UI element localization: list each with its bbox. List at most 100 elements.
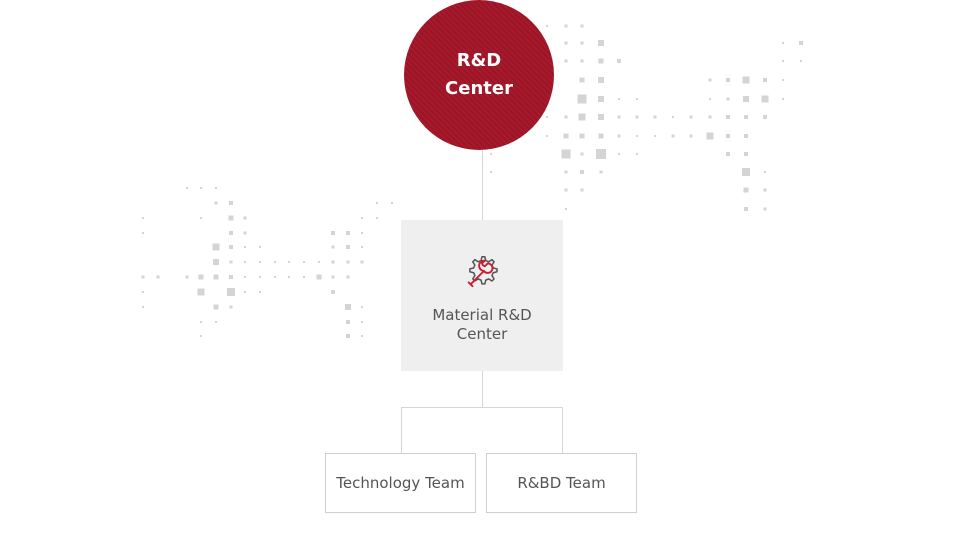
map-dot [577,94,587,104]
map-dot [546,25,548,27]
map-dot [288,261,290,263]
map-dot [213,304,219,310]
map-dot [580,170,584,174]
map-dot [653,115,657,119]
map-dot [185,275,189,279]
technology-team-node: Technology Team [325,453,476,513]
map-dot [259,276,261,278]
map-dot [198,274,204,280]
map-dot [598,58,604,64]
map-dot [617,59,621,63]
rd-center-node: R&D Center [404,0,554,150]
map-dot [229,245,233,249]
map-dot [142,217,144,219]
map-dot [142,306,144,308]
map-dot [654,135,656,137]
map-dot [671,134,675,138]
map-dot [156,275,160,279]
map-dot [726,152,730,156]
rd-center-label-line2: Center [445,78,513,99]
map-dot [565,208,567,210]
map-dot [200,217,202,219]
map-dot [303,261,305,263]
map-dot [244,291,246,293]
map-dot [742,76,750,84]
connector-branch-left [401,407,402,453]
map-dot [689,134,693,138]
map-dot [636,135,638,137]
map-dot [782,98,784,100]
map-dot [331,275,335,279]
map-dot [596,149,606,159]
map-dot [763,188,767,192]
map-dot [303,276,305,278]
map-dot [636,153,638,155]
map-dot [288,276,290,278]
map-dot [708,115,712,119]
map-dot [726,78,730,82]
map-dot [744,134,748,138]
map-dot [229,275,233,279]
map-dot [141,275,145,279]
map-dot [580,41,584,45]
map-dot [580,59,584,63]
technology-team-label: Technology Team [336,474,465,492]
map-dot [635,115,639,119]
map-dot [726,134,730,138]
map-dot [259,246,261,248]
map-dot [142,232,144,234]
map-dot [598,133,604,139]
map-dot [229,305,233,309]
map-dot [346,231,350,235]
map-dot [244,276,246,278]
map-dot [212,243,220,251]
map-dot [331,231,335,235]
gear-wrench-icon [467,255,498,288]
map-dot [186,187,188,189]
map-dot [743,187,749,193]
map-dot [672,116,674,118]
map-dot [763,78,767,82]
map-dot [259,291,261,293]
map-dot [763,207,767,211]
map-dot [331,245,335,249]
map-dot [744,115,748,119]
map-dot [142,291,144,293]
map-dot [361,335,363,337]
map-dot [346,245,350,249]
map-dot [346,260,350,264]
map-dot [742,168,750,176]
map-dot [709,98,711,100]
map-dot [579,77,585,83]
rd-center-label-line1: R&D [456,50,502,71]
map-dot [726,115,730,119]
map-dot [563,133,569,139]
map-dot [229,201,233,205]
map-dot [800,60,802,62]
map-dot [243,231,247,235]
map-dot [564,59,568,63]
map-dot [564,24,568,28]
map-dot [200,321,202,323]
map-dot [376,202,378,204]
map-dot [361,217,363,219]
map-dot [618,153,620,155]
map-dot [244,261,246,263]
map-dot [564,170,568,174]
map-dot [197,288,205,296]
map-dot [274,261,276,263]
map-dot [361,306,363,308]
map-dot [598,114,604,120]
map-dot [564,115,568,119]
map-dot [689,115,693,119]
connector-center-to-branch [482,371,483,407]
map-dot [726,97,730,101]
rbd-team-label: R&BD Team [517,474,606,492]
map-dot [580,152,584,156]
map-dot [227,288,235,296]
map-dot [331,290,335,294]
map-dot [744,152,748,156]
map-dot [782,42,784,44]
material-rd-label-line1: Material R&D [432,306,532,324]
connector-branch-right [562,407,563,453]
